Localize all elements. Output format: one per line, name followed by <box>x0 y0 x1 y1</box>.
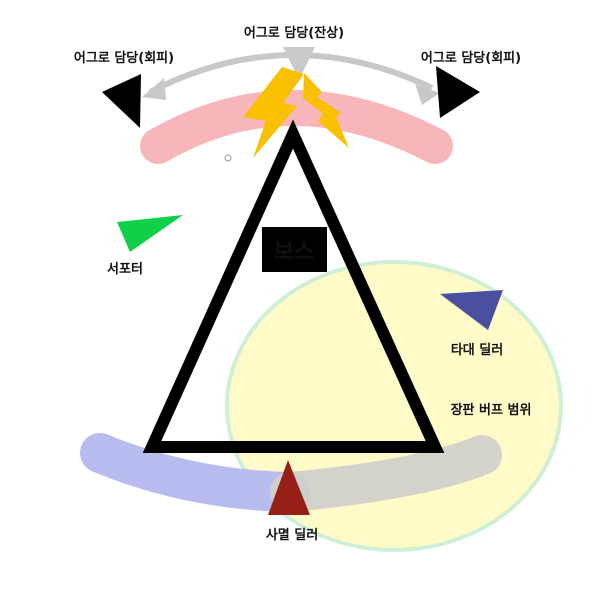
ranged-dealer-marker-icon <box>440 290 503 330</box>
arrow-head-right-icon <box>415 84 440 105</box>
aggro-right-label: 어그로 담당(회피) <box>421 50 521 66</box>
boss-label-box <box>262 227 327 272</box>
lower-arc-right <box>270 435 502 512</box>
aggro-left-label: 어그로 담당(회피) <box>74 50 174 66</box>
aggro-left-marker-icon <box>102 74 141 128</box>
arrow-head-left-icon <box>142 78 166 100</box>
melee-dealer-label: 사멸 딜러 <box>266 527 318 543</box>
boss-triangle <box>142 119 445 453</box>
melee-dealer-marker-icon <box>268 460 310 515</box>
ranged-dealer-label: 타대 딜러 <box>451 342 503 358</box>
aggro-top-marker-icon <box>283 47 315 80</box>
lightning-bolt-icon <box>243 67 304 158</box>
lightning-bolt-icon <box>303 73 349 148</box>
supporter-label: 서포터 <box>107 261 143 277</box>
lower-arc-left <box>80 433 310 512</box>
boss-label: 보스 <box>274 240 314 265</box>
buff-range-label: 장판 버프 범위 <box>451 402 532 418</box>
aggro-top-label: 어그로 담당(잔상) <box>244 25 344 41</box>
supporter-marker-icon <box>117 215 183 252</box>
aggro-right-marker-icon <box>436 66 480 118</box>
small-dot-icon <box>224 154 232 162</box>
